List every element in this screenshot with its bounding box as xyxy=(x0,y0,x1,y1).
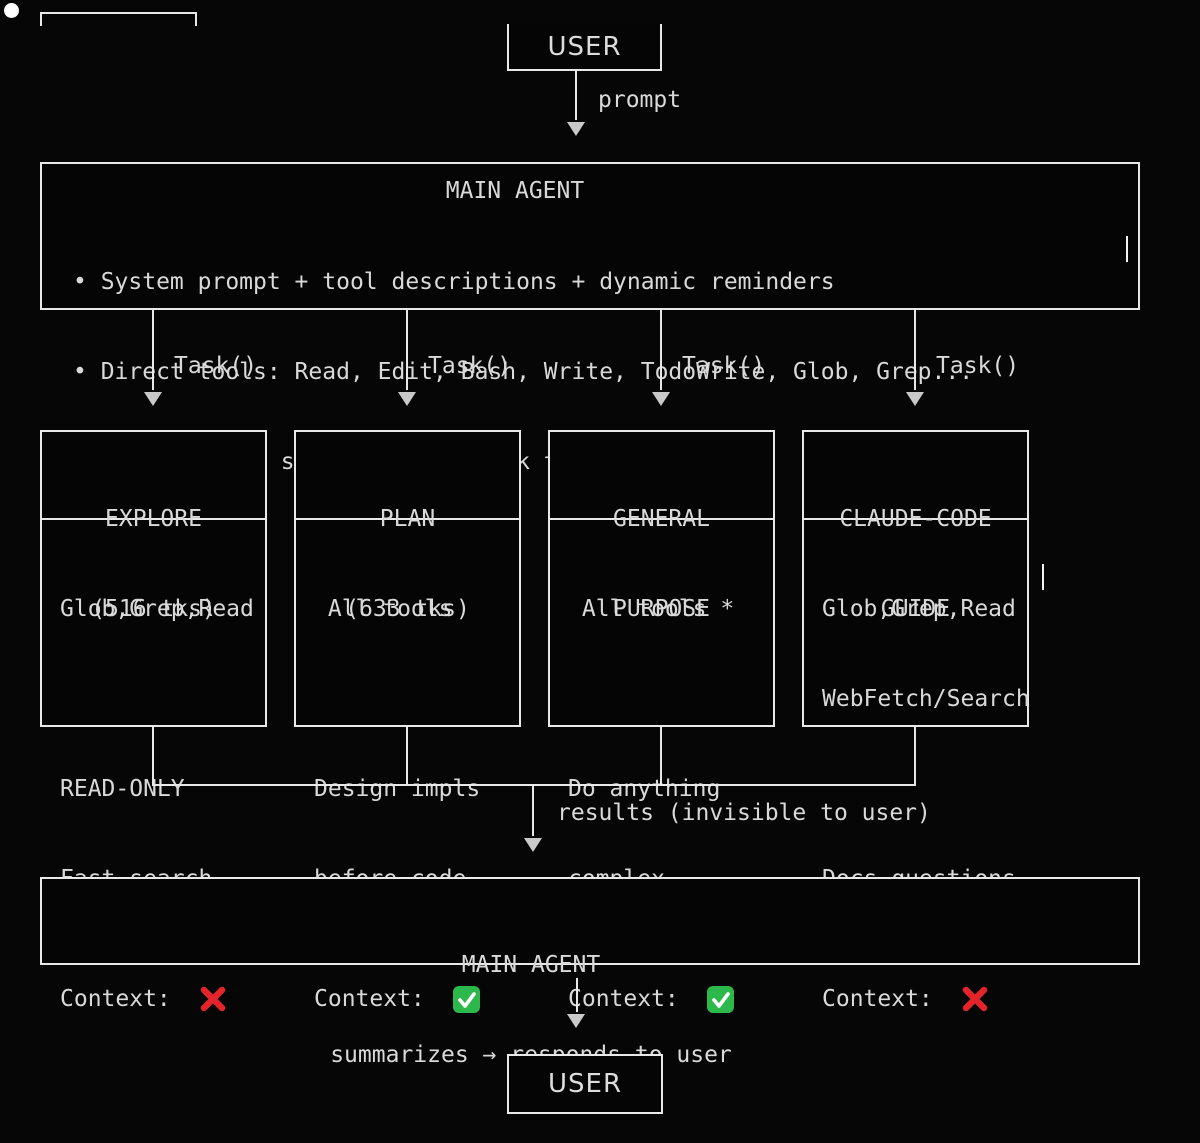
subagent-header: CLAUDE-CODE GUIDE xyxy=(804,432,1027,622)
subagent-line xyxy=(568,684,773,714)
response-arrowhead-icon xyxy=(567,1014,585,1028)
subagent-line: Glob,Grep,Read xyxy=(822,596,1016,622)
task-arrow-line xyxy=(406,310,408,390)
results-arrowhead-icon xyxy=(524,838,542,852)
context-label: Context: xyxy=(60,986,185,1012)
prompt-arrow-line xyxy=(575,71,577,120)
task-arrow-label: Task() xyxy=(936,353,1020,379)
task-arrow-line xyxy=(914,310,916,390)
user-box-top: USER xyxy=(507,24,662,71)
task-arrowhead-icon xyxy=(398,392,416,406)
subagent-subtitle: (633 tks) xyxy=(345,596,470,622)
context-row: Context: xyxy=(60,984,265,1014)
main-agent-box: MAIN AGENT • System prompt + tool descri… xyxy=(40,162,1140,475)
merge-bus-line xyxy=(152,784,916,786)
subagent-box-explore: EXPLORE (516 tks) Glob,Grep,Read READ-ON… xyxy=(40,430,267,1012)
subagent-box-general-purpose: GENERAL PURPOSE All tools * Do anything … xyxy=(548,430,775,1013)
task-arrow-label: Task() xyxy=(428,353,512,379)
subagent-name: CLAUDE-CODE xyxy=(839,506,992,532)
task-arrowhead-icon xyxy=(144,392,162,406)
merge-line xyxy=(660,727,662,786)
subagent-line: READ-ONLY xyxy=(60,776,185,802)
results-arrow-line xyxy=(532,786,534,836)
subagent-header: PLAN (633 tks) xyxy=(296,432,519,622)
task-arrow-label: Task() xyxy=(174,353,258,379)
status-dot xyxy=(4,3,19,18)
subagent-line: All tools * xyxy=(568,596,735,622)
subagent-line: WebFetch/Search xyxy=(822,686,1030,712)
subagent-subtitle: PURPOSE xyxy=(613,596,710,622)
subagent-name: EXPLORE xyxy=(105,506,202,532)
results-arrow-label: results (invisible to user) xyxy=(557,800,931,826)
subagent-name: PLAN xyxy=(379,506,436,532)
task-arrowhead-icon xyxy=(652,392,670,406)
task-arrow-label: Task() xyxy=(682,353,766,379)
subagent-header: EXPLORE (516 tks) xyxy=(42,432,265,622)
merge-line xyxy=(406,727,408,786)
merge-line xyxy=(914,727,916,786)
task-arrowhead-icon xyxy=(906,392,924,406)
context-row: Context: xyxy=(822,984,1027,1014)
context-enabled-icon xyxy=(706,985,735,1014)
task-arrow-line xyxy=(152,310,154,390)
context-enabled-icon xyxy=(452,985,481,1014)
prompt-arrow-label: prompt xyxy=(598,87,682,113)
subagent-header: GENERAL PURPOSE xyxy=(550,432,773,622)
subagent-subtitle: (516 tks) xyxy=(91,596,216,622)
subagent-line: All tools xyxy=(314,596,453,622)
context-label: Context: xyxy=(314,986,439,1012)
prompt-arrowhead-icon xyxy=(567,122,585,136)
subagent-box-plan: PLAN (633 tks) All tools Design impls be… xyxy=(294,430,521,1013)
task-arrow-line xyxy=(660,310,662,390)
subagent-line: Design impls xyxy=(314,776,481,802)
clipped-box-fragment xyxy=(40,12,197,26)
main-agent-summary-title: MAIN AGENT xyxy=(461,952,601,978)
merge-line xyxy=(152,727,154,786)
context-row: Context: xyxy=(314,984,519,1014)
text-cursor xyxy=(1126,236,1128,262)
context-row: Context: xyxy=(568,984,773,1014)
context-label: Context: xyxy=(822,986,947,1012)
user-box-bottom: USER xyxy=(507,1054,663,1114)
main-agent-bullet: • Direct tools: Read, Edit, Bash, Write,… xyxy=(73,359,974,385)
subagent-name: GENERAL xyxy=(613,506,710,532)
context-disabled-icon xyxy=(198,984,228,1014)
main-agent-bullet: • System prompt + tool descriptions + dy… xyxy=(73,269,835,295)
subagent-box-claude-code-guide: CLAUDE-CODE GUIDE Glob,Grep,Read WebFetc… xyxy=(802,430,1030,1012)
user-label-top: USER xyxy=(547,31,622,62)
response-arrow-line xyxy=(576,978,578,1012)
subagent-line: Glob,Grep,Read xyxy=(60,596,254,622)
text-cursor xyxy=(1042,564,1044,590)
context-label: Context: xyxy=(568,986,693,1012)
subagent-line xyxy=(314,684,519,714)
subagent-line: Do anything xyxy=(568,776,721,802)
subagent-subtitle: GUIDE xyxy=(880,596,951,622)
main-agent-summary-box: MAIN AGENT summarizes → responds to user xyxy=(40,877,1140,1068)
context-disabled-icon xyxy=(960,984,990,1014)
main-agent-title: MAIN AGENT xyxy=(445,178,585,204)
user-label-bottom: USER xyxy=(547,1069,623,1099)
subagent-line xyxy=(60,684,265,714)
